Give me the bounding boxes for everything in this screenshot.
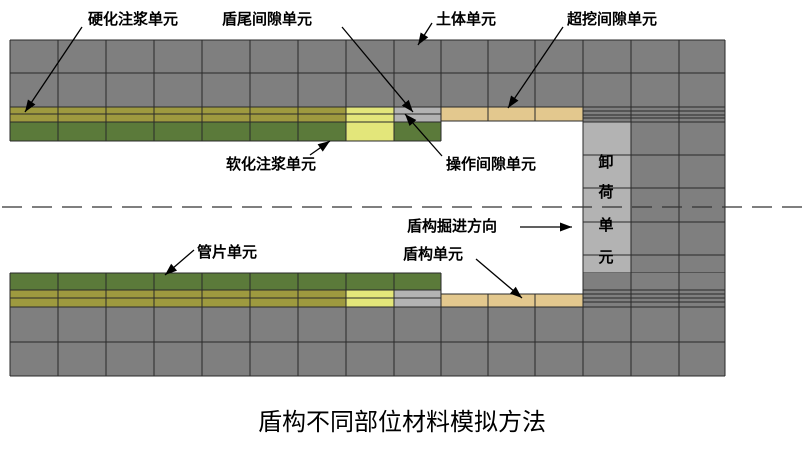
label-overcut-gap: 超挖间隙单元 [566, 10, 657, 28]
arrow-soft-grout [309, 140, 331, 156]
label-unload-1: 卸 [598, 153, 613, 171]
arrow-shield [475, 258, 523, 299]
shield-bottom [441, 294, 583, 307]
label-shield: 盾构单元 [403, 245, 463, 263]
arrow-operation-gap [404, 113, 443, 157]
arrow-segment [164, 249, 195, 276]
arrow-overcut-gap [507, 26, 564, 109]
label-segment: 管片单元 [197, 243, 257, 261]
segment-top [10, 122, 346, 141]
tail-gap-lower-top [346, 122, 394, 141]
figure-caption: 盾构不同部位材料模拟方法 [258, 408, 546, 436]
element-blocks [9, 39, 726, 377]
label-operation-gap: 操作间隙单元 [446, 155, 536, 173]
arrow-soil [417, 22, 433, 46]
label-hardened-grout: 硬化注浆单元 [88, 10, 178, 28]
arrow-tail-gap [341, 26, 414, 113]
label-tail-gap: 盾尾间隙单元 [222, 10, 312, 28]
label-unload-2: 荷 [598, 183, 613, 201]
label-soil: 土体单元 [436, 10, 496, 28]
shield-top [441, 107, 583, 121]
label-direction: 盾构掘进方向 [407, 217, 497, 235]
label-soft-grout: 软化注浆单元 [226, 155, 316, 173]
arrow-hardened-grout [24, 26, 83, 113]
label-unload-4: 元 [598, 248, 613, 266]
unload-column [583, 122, 631, 273]
soil-region-middle-right [631, 122, 725, 273]
label-unload-3: 单 [598, 216, 613, 234]
segment-bottom [10, 273, 441, 290]
arrow-direction [520, 222, 572, 232]
callout-arrows [24, 22, 572, 299]
soft-grout-top [394, 122, 441, 141]
